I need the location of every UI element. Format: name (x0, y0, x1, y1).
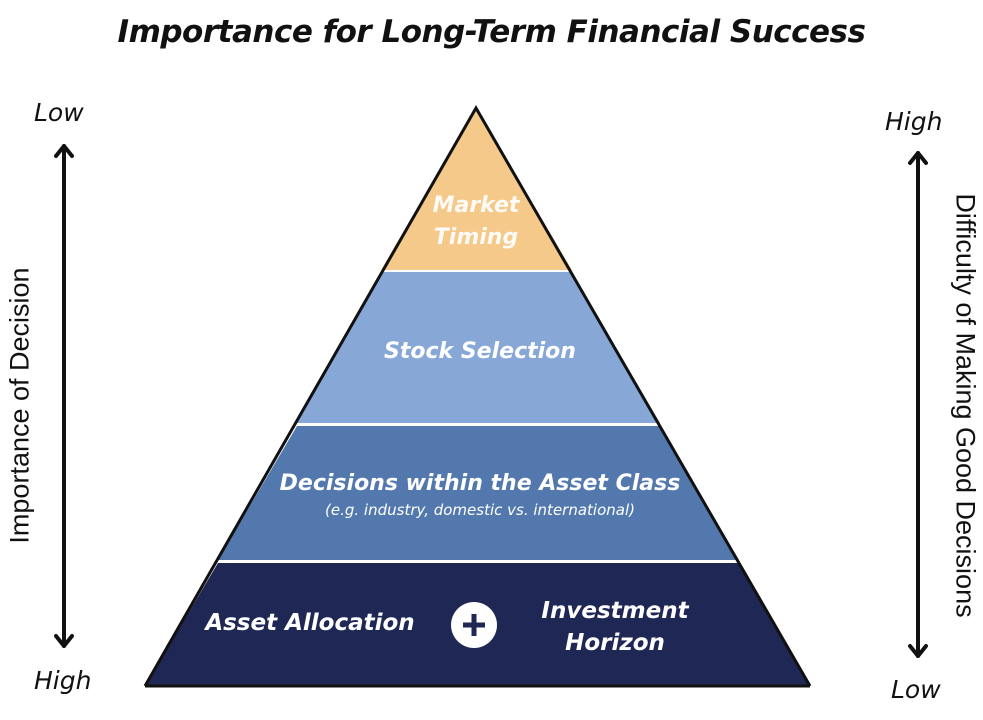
market-label: Market (432, 193, 520, 218)
timing-label: Timing (433, 225, 519, 250)
page-title: Importance for Long-Term Financial Succe… (117, 14, 866, 50)
horizon-label: Horizon (565, 630, 665, 656)
stock-selection-label: Stock Selection (384, 339, 576, 364)
left-axis-label: Importance of Decision (4, 267, 35, 544)
asset-allocation-label: Asset Allocation (205, 610, 415, 636)
left-double-arrow-icon (54, 144, 74, 648)
investment-label: Investment (541, 598, 689, 624)
left-axis-top-label: Low (34, 98, 84, 127)
market-timing-label: Market Timing (376, 190, 576, 254)
asset-class-sublabel: (e.g. industry, domestic vs. internation… (325, 501, 635, 519)
tier-asset-class (218, 426, 739, 560)
asset-class-label: Decisions within the Asset Class (279, 471, 681, 496)
left-axis-bottom-label: High (34, 666, 92, 695)
right-axis-top-label: High (885, 107, 943, 136)
right-double-arrow-icon (908, 151, 928, 658)
investment-horizon-label: Investment Horizon (520, 595, 710, 659)
tier-market-timing (381, 108, 572, 270)
right-axis-label: Difficulty of Making Good Decisions (950, 193, 981, 618)
right-axis-bottom-label: Low (891, 675, 941, 704)
tier-stock-selection (297, 272, 660, 423)
